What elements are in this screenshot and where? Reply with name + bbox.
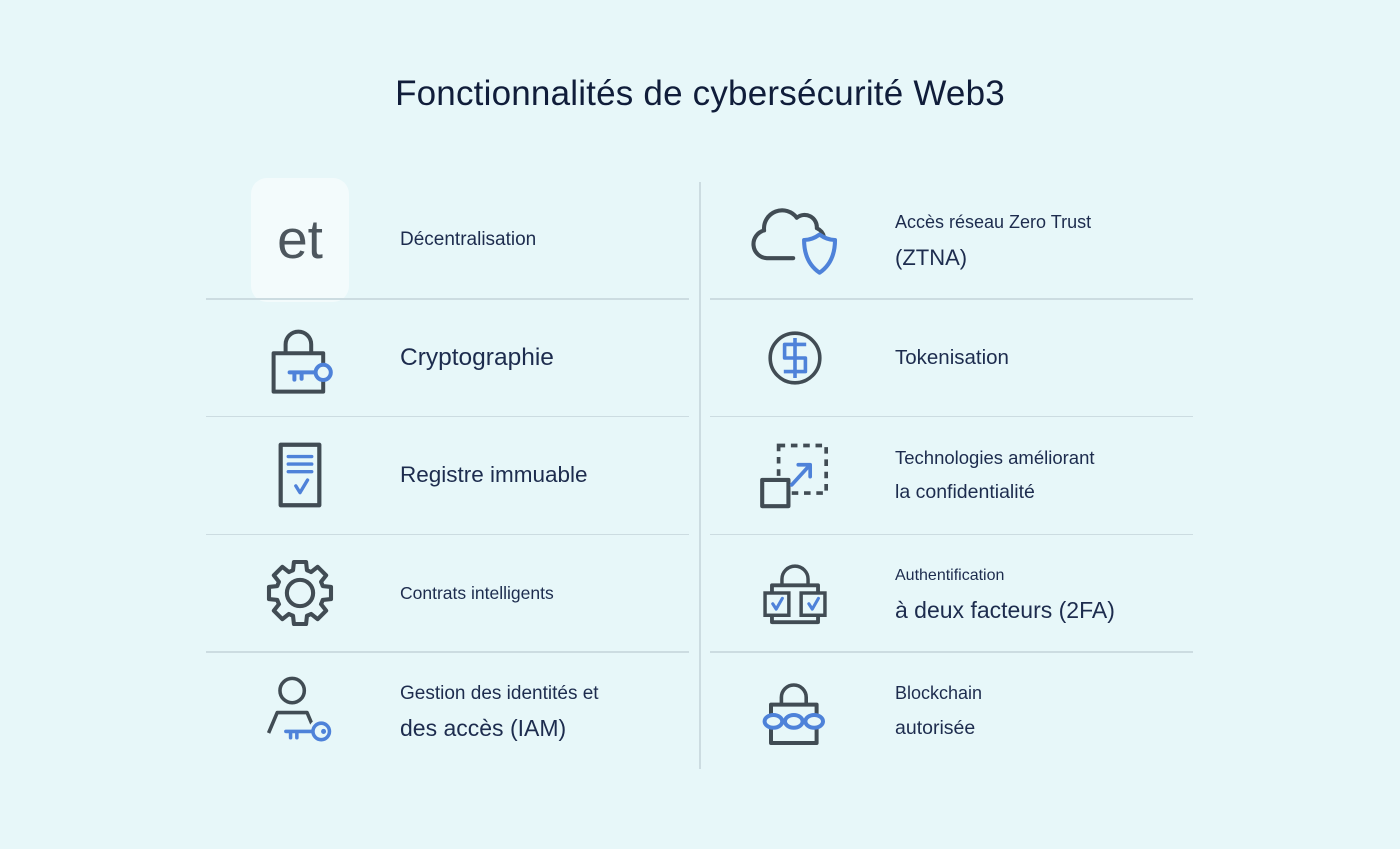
feature-decentralisation: et Décentralisation — [205, 177, 700, 302]
feature-label: Décentralisation — [400, 228, 537, 250]
feature-ztna: Accès réseau Zero Trust (ZTNA) — [700, 181, 1195, 300]
person-key-icon — [266, 676, 335, 745]
feature-label: Cryptographie — [400, 343, 554, 371]
feature-blockchain-autorisee: Blockchain autorisée — [700, 652, 1195, 770]
feature-label-line2: des accès (IAM) — [400, 715, 567, 742]
cloud-shield-icon — [751, 208, 838, 275]
feature-registre-immuable: Registre immuable — [205, 417, 700, 535]
feature-label-line2: (ZTNA) — [895, 244, 968, 270]
feature-cryptographie: Cryptographie — [205, 299, 700, 418]
feature-label-line2: autorisée — [895, 717, 976, 740]
lock-chain-icon — [762, 683, 825, 746]
feature-label-line1: Accès réseau Zero Trust — [895, 211, 1092, 232]
feature-technologies-confidentialite: Technologies améliorant la confidentiali… — [700, 417, 1195, 535]
feature-label-line1: Blockchain — [895, 683, 983, 704]
feature-label-line2: la confidentialité — [895, 481, 1035, 504]
feature-gestion-identites-iam: Gestion des identités et des accès (IAM) — [205, 652, 700, 770]
lock-key-icon — [271, 329, 333, 394]
feature-label: Contrats intelligents — [400, 582, 554, 603]
feature-label-line1: Authentification — [895, 567, 1005, 585]
features-grid: et Décentralisation Accès réseau Zero Tr… — [205, 177, 1195, 770]
feature-tokenisation: Tokenisation — [700, 299, 1195, 418]
et-text-icon: et — [277, 208, 323, 271]
privacy-expand-icon — [760, 444, 829, 509]
feature-label: Registre immuable — [400, 462, 588, 488]
dollar-circle-icon — [768, 331, 822, 385]
infographic-title: Fonctionnalités de cybersécurité Web3 — [395, 74, 1005, 113]
two-factor-lock-icon — [763, 564, 827, 625]
feature-label-line1: Technologies améliorant — [895, 447, 1095, 469]
document-check-icon — [278, 443, 322, 508]
feature-contrats-intelligents: Contrats intelligents — [205, 534, 700, 653]
feature-label-line2: à deux facteurs (2FA) — [895, 597, 1115, 624]
column-divider — [699, 182, 701, 769]
feature-authentification-2fa: Authentification à deux facteurs (2FA) — [700, 534, 1195, 653]
feature-label-line1: Gestion des identités et — [400, 683, 599, 705]
gear-icon — [266, 560, 334, 627]
feature-label: Tokenisation — [895, 345, 1009, 369]
white-patch — [251, 177, 349, 302]
